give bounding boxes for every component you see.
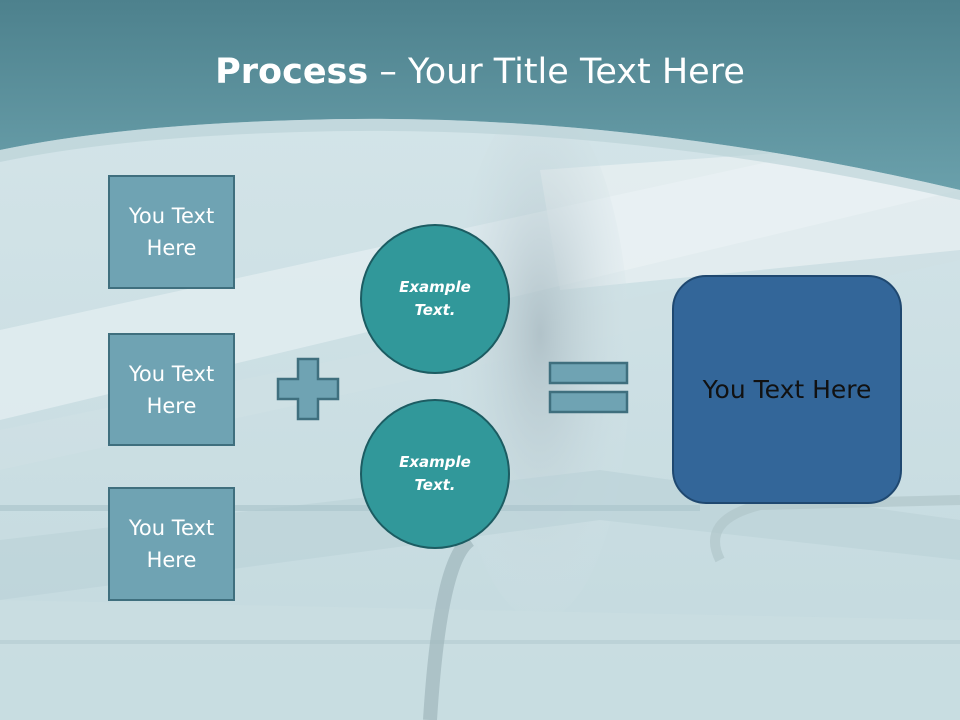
plus-icon (276, 357, 340, 421)
text-box-1[interactable]: You Text Here (108, 175, 235, 289)
text-box-3[interactable]: You Text Here (108, 487, 235, 601)
example-circle-2[interactable]: Example Text. (360, 399, 510, 549)
equals-icon (548, 361, 629, 414)
slide-title: Process – Your Title Text Here (0, 52, 960, 92)
result-box[interactable]: You Text Here (672, 275, 902, 504)
title-bold: Process (215, 52, 369, 92)
title-rest: – Your Title Text Here (368, 52, 745, 92)
example-circle-1[interactable]: Example Text. (360, 224, 510, 374)
text-box-2[interactable]: You Text Here (108, 333, 235, 446)
